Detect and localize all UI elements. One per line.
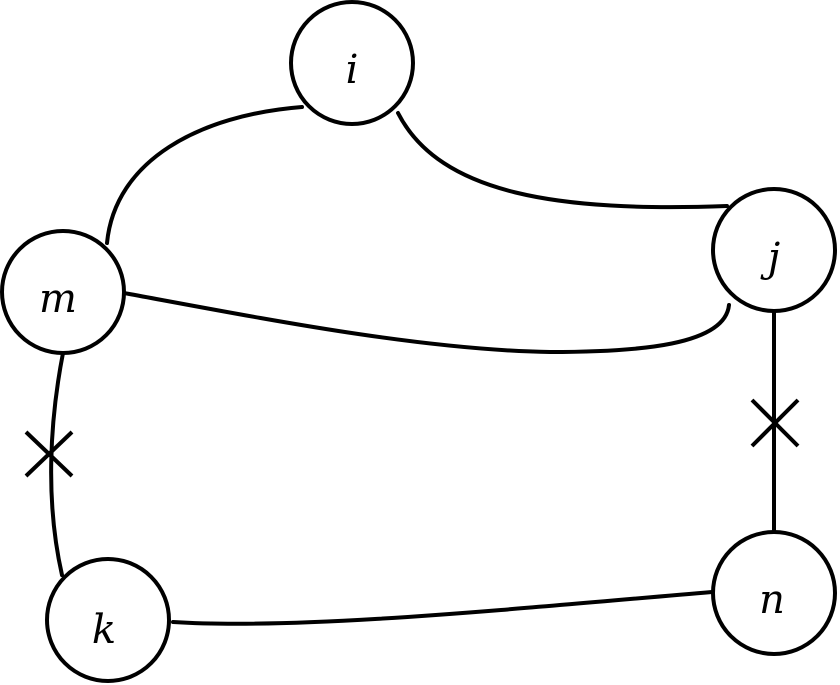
node-i: i xyxy=(289,0,415,126)
edge-k-n xyxy=(171,590,714,626)
edge-m-k xyxy=(49,351,65,577)
edge-i-m xyxy=(105,105,304,245)
node-n-label: n xyxy=(759,577,785,623)
edge-m-j xyxy=(122,291,731,355)
node-m-label: m xyxy=(39,276,77,322)
node-k-label: k xyxy=(92,607,116,653)
edge-i-j xyxy=(396,111,729,210)
node-j: j xyxy=(711,187,837,313)
cross-mark-m-k xyxy=(24,430,74,478)
cross-mark-j-n xyxy=(750,398,800,448)
node-m: m xyxy=(0,229,126,355)
node-i-label: i xyxy=(346,47,359,93)
node-n: n xyxy=(711,530,837,656)
node-k: k xyxy=(45,557,171,683)
